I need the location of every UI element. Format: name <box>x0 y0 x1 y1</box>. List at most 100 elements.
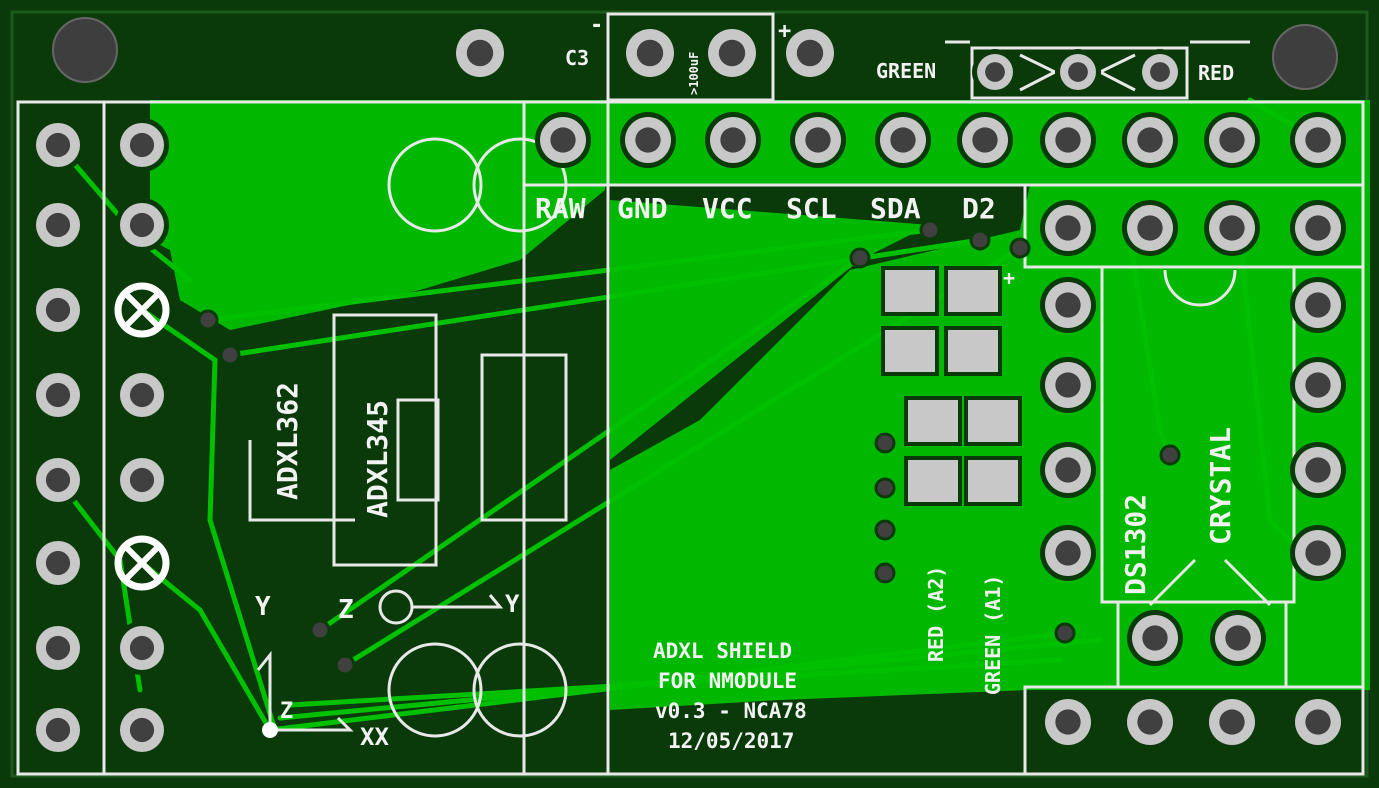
via <box>919 219 941 241</box>
marker-x-icon <box>114 282 170 338</box>
pad <box>1040 357 1096 413</box>
adxl362-label: ADXL362 <box>271 382 304 500</box>
header-label: VCC <box>702 192 753 225</box>
pad <box>1122 112 1178 168</box>
ds1302-label: DS1302 <box>1119 494 1152 595</box>
pad <box>535 112 591 168</box>
via <box>1009 237 1031 259</box>
led-green-a1-label: GREEN (A1) <box>981 575 1005 695</box>
smd-pad <box>885 330 935 372</box>
smd-pad <box>948 270 998 312</box>
pad <box>1040 277 1096 333</box>
cap-value: >100uF <box>687 52 701 95</box>
led-red-label: RED <box>1198 61 1234 85</box>
through-hole-pads <box>31 17 1346 757</box>
pad <box>31 118 85 172</box>
crystal-label: CRYSTAL <box>1204 427 1237 545</box>
cap-minus: - <box>590 13 603 38</box>
via <box>874 562 896 584</box>
pad <box>1290 200 1346 256</box>
via <box>309 619 331 641</box>
pad <box>1290 357 1346 413</box>
header-label: D2 <box>962 192 996 225</box>
pad <box>451 24 509 82</box>
pad <box>620 112 676 168</box>
smd-pad <box>908 460 958 502</box>
via <box>969 229 991 251</box>
info-line-3: v0.3 - NCA78 <box>655 699 807 723</box>
smd-pad <box>968 400 1018 442</box>
via <box>1054 622 1076 644</box>
pad <box>31 703 85 757</box>
via <box>849 247 871 269</box>
header-label: SCL <box>786 192 837 225</box>
pad <box>1204 112 1260 168</box>
via <box>874 477 896 499</box>
via <box>1159 444 1181 466</box>
pad <box>621 24 679 82</box>
pad <box>115 703 169 757</box>
pad <box>790 112 846 168</box>
led-red-a2-label: RED (A2) <box>924 566 948 662</box>
adxl345-label: ADXL345 <box>361 400 394 518</box>
header-label: RAW <box>535 192 586 225</box>
pad <box>703 24 761 82</box>
pad <box>115 368 169 422</box>
mounting-hole <box>1272 24 1338 90</box>
pad <box>1127 610 1183 666</box>
pad <box>31 368 85 422</box>
test-point-markers <box>114 282 278 738</box>
silkscreen-outlines <box>16 12 1365 776</box>
pad <box>115 453 169 507</box>
pad <box>1137 49 1183 95</box>
via <box>219 344 241 366</box>
pad <box>1122 694 1178 750</box>
pad <box>31 283 85 337</box>
via <box>874 432 896 454</box>
pad <box>1290 277 1346 333</box>
pad <box>957 112 1013 168</box>
pad <box>705 112 761 168</box>
pad <box>1040 525 1096 581</box>
header-label: GND <box>617 192 668 225</box>
axis-z1: Z <box>280 699 293 724</box>
smd-pad <box>908 400 958 442</box>
header-label: SDA <box>870 192 921 225</box>
smd-pad <box>968 460 1018 502</box>
pad <box>1204 694 1260 750</box>
axis-y2: Y <box>505 590 520 618</box>
info-line-4: 12/05/2017 <box>668 729 794 753</box>
pad <box>781 24 839 82</box>
via <box>197 309 219 331</box>
pad <box>31 621 85 675</box>
smd-pad <box>885 270 935 312</box>
cap-plus: + <box>778 19 791 44</box>
pad <box>31 536 85 590</box>
pad <box>875 112 931 168</box>
pad <box>972 49 1018 95</box>
marker-x-icon <box>114 535 170 591</box>
pad <box>1290 442 1346 498</box>
pad <box>1210 610 1266 666</box>
pad <box>115 198 169 252</box>
axis-x: XX <box>360 723 389 751</box>
pad <box>1040 200 1096 256</box>
pad <box>115 118 169 172</box>
info-line-1: ADXL SHIELD <box>653 639 792 663</box>
axis-y1: Y <box>255 592 271 622</box>
pad <box>1055 49 1101 95</box>
axis-z2: Z <box>338 595 354 625</box>
smd-pad <box>948 330 998 372</box>
pad <box>1040 694 1096 750</box>
pad <box>1290 525 1346 581</box>
led-plus: + <box>1003 266 1015 290</box>
pad <box>1290 112 1346 168</box>
header-labels: RAW GND VCC SCL SDA D2 <box>535 192 996 225</box>
pad <box>1290 694 1346 750</box>
pad <box>115 621 169 675</box>
via <box>334 654 356 676</box>
pad <box>1040 442 1096 498</box>
pad <box>1204 200 1260 256</box>
